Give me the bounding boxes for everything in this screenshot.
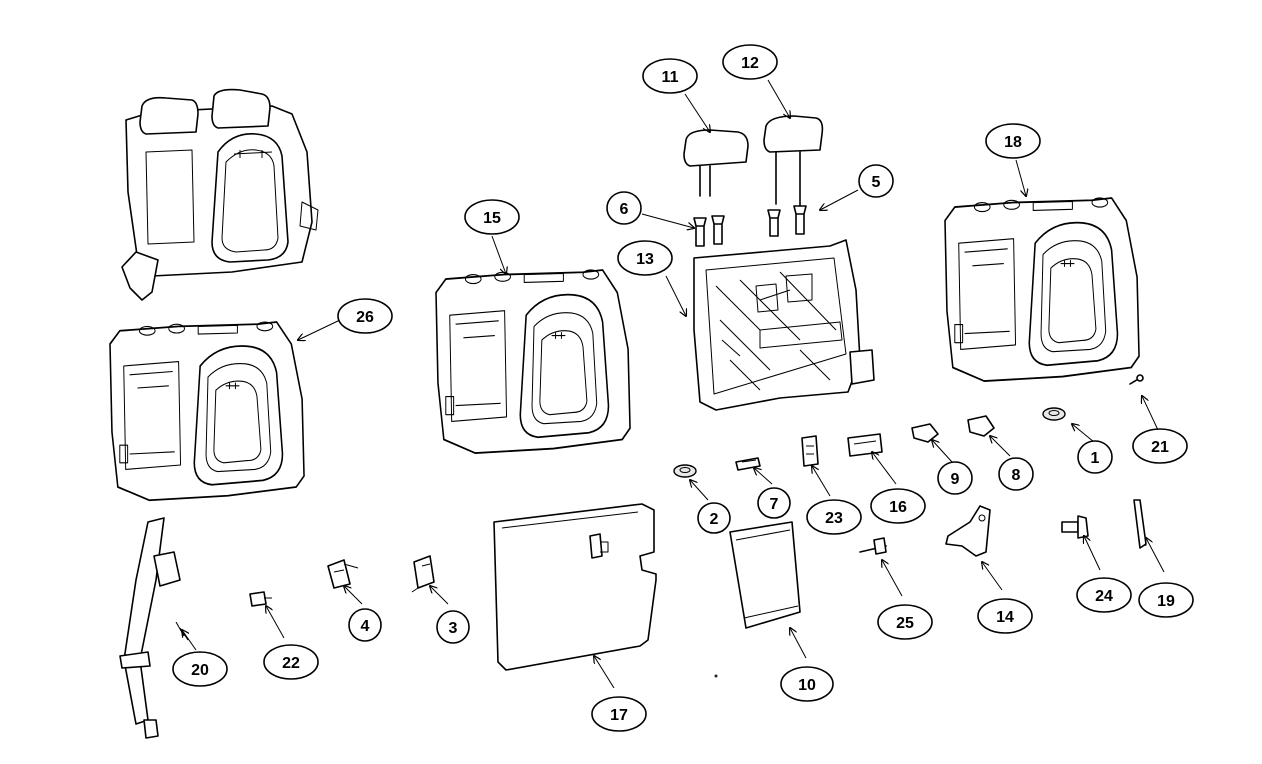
- bracket-14: [945, 505, 991, 557]
- svg-text:19: 19: [1157, 593, 1175, 610]
- callout-20[interactable]: 20: [172, 651, 228, 687]
- svg-text:15: 15: [483, 210, 501, 227]
- callout-13[interactable]: 13: [617, 240, 673, 276]
- bezel-2: [673, 464, 697, 478]
- headrest-11: [683, 129, 749, 197]
- headrest-12: [763, 115, 824, 207]
- svg-text:24: 24: [1095, 588, 1113, 605]
- callout-6[interactable]: 6: [606, 191, 642, 225]
- svg-text:4: 4: [361, 618, 370, 635]
- complete-seat-assembly: [121, 88, 319, 301]
- callout-10[interactable]: 10: [780, 666, 834, 702]
- rod-19: [1133, 499, 1147, 549]
- callout-21[interactable]: 21: [1132, 428, 1188, 464]
- svg-text:1: 1: [1091, 450, 1100, 467]
- svg-text:5: 5: [872, 174, 881, 191]
- callout-23[interactable]: 23: [806, 499, 862, 535]
- fastener-25: [859, 537, 887, 555]
- bracket-3: [411, 555, 435, 593]
- svg-text:6: 6: [620, 201, 629, 218]
- svg-text:22: 22: [282, 655, 300, 672]
- headrest-guides-6: [693, 215, 725, 247]
- bezel-1: [1042, 407, 1066, 421]
- callout-15[interactable]: 15: [464, 199, 520, 235]
- svg-text:10: 10: [798, 677, 816, 694]
- leader-lines: [182, 79, 1165, 689]
- latch-7: [735, 457, 761, 471]
- svg-text:17: 17: [610, 707, 628, 724]
- callout-24[interactable]: 24: [1076, 577, 1132, 613]
- dot-mark: [714, 674, 718, 678]
- callout-3[interactable]: 3: [436, 610, 470, 644]
- callout-12[interactable]: 12: [722, 44, 778, 80]
- seat-back-26: [109, 321, 305, 502]
- svg-text:7: 7: [770, 496, 779, 513]
- svg-text:25: 25: [896, 615, 914, 632]
- bracket-4: [327, 559, 359, 589]
- svg-text:12: 12: [741, 55, 759, 72]
- handle-16: [847, 433, 883, 457]
- pad-10: [729, 521, 801, 629]
- callout-5[interactable]: 5: [858, 164, 894, 198]
- svg-text:3: 3: [449, 620, 458, 637]
- svg-text:9: 9: [951, 471, 960, 488]
- callout-9[interactable]: 9: [937, 461, 973, 495]
- headrest-guides-5: [767, 205, 807, 237]
- callout-19[interactable]: 19: [1138, 582, 1194, 618]
- screw-21: [1129, 374, 1144, 385]
- callout-18[interactable]: 18: [985, 123, 1041, 159]
- callout-4[interactable]: 4: [348, 608, 382, 642]
- svg-text:18: 18: [1004, 134, 1022, 151]
- callout-7[interactable]: 7: [757, 487, 791, 519]
- callout-26[interactable]: 26: [337, 298, 393, 334]
- callout-2[interactable]: 2: [697, 502, 731, 534]
- callout-11[interactable]: 11: [642, 58, 698, 94]
- svg-text:23: 23: [825, 510, 843, 527]
- callout-17[interactable]: 17: [591, 696, 647, 732]
- svg-text:21: 21: [1151, 439, 1169, 456]
- svg-text:26: 26: [356, 309, 374, 326]
- svg-text:11: 11: [662, 69, 679, 86]
- callout-14[interactable]: 14: [977, 598, 1033, 634]
- seat-belt-20: [119, 517, 189, 739]
- svg-text:14: 14: [996, 609, 1014, 626]
- svg-text:8: 8: [1012, 467, 1021, 484]
- clip-22: [249, 591, 272, 607]
- seat-back-15: [435, 269, 631, 454]
- callout-1[interactable]: 1: [1077, 440, 1113, 474]
- cover-9: [911, 423, 939, 443]
- callout-16[interactable]: 16: [870, 488, 926, 524]
- seat-back-18: [944, 197, 1140, 382]
- svg-text:16: 16: [889, 499, 907, 516]
- callout-8[interactable]: 8: [998, 457, 1034, 491]
- seat-frame-13: [693, 239, 875, 411]
- svg-text:2: 2: [710, 511, 719, 528]
- callout-25[interactable]: 25: [877, 604, 933, 640]
- handle-23: [801, 435, 819, 467]
- svg-text:13: 13: [636, 251, 654, 268]
- back-panel-17: [493, 503, 657, 671]
- pin-24: [1061, 515, 1089, 539]
- svg-text:20: 20: [191, 662, 209, 679]
- callout-22[interactable]: 22: [263, 644, 319, 680]
- cover-8: [967, 415, 995, 437]
